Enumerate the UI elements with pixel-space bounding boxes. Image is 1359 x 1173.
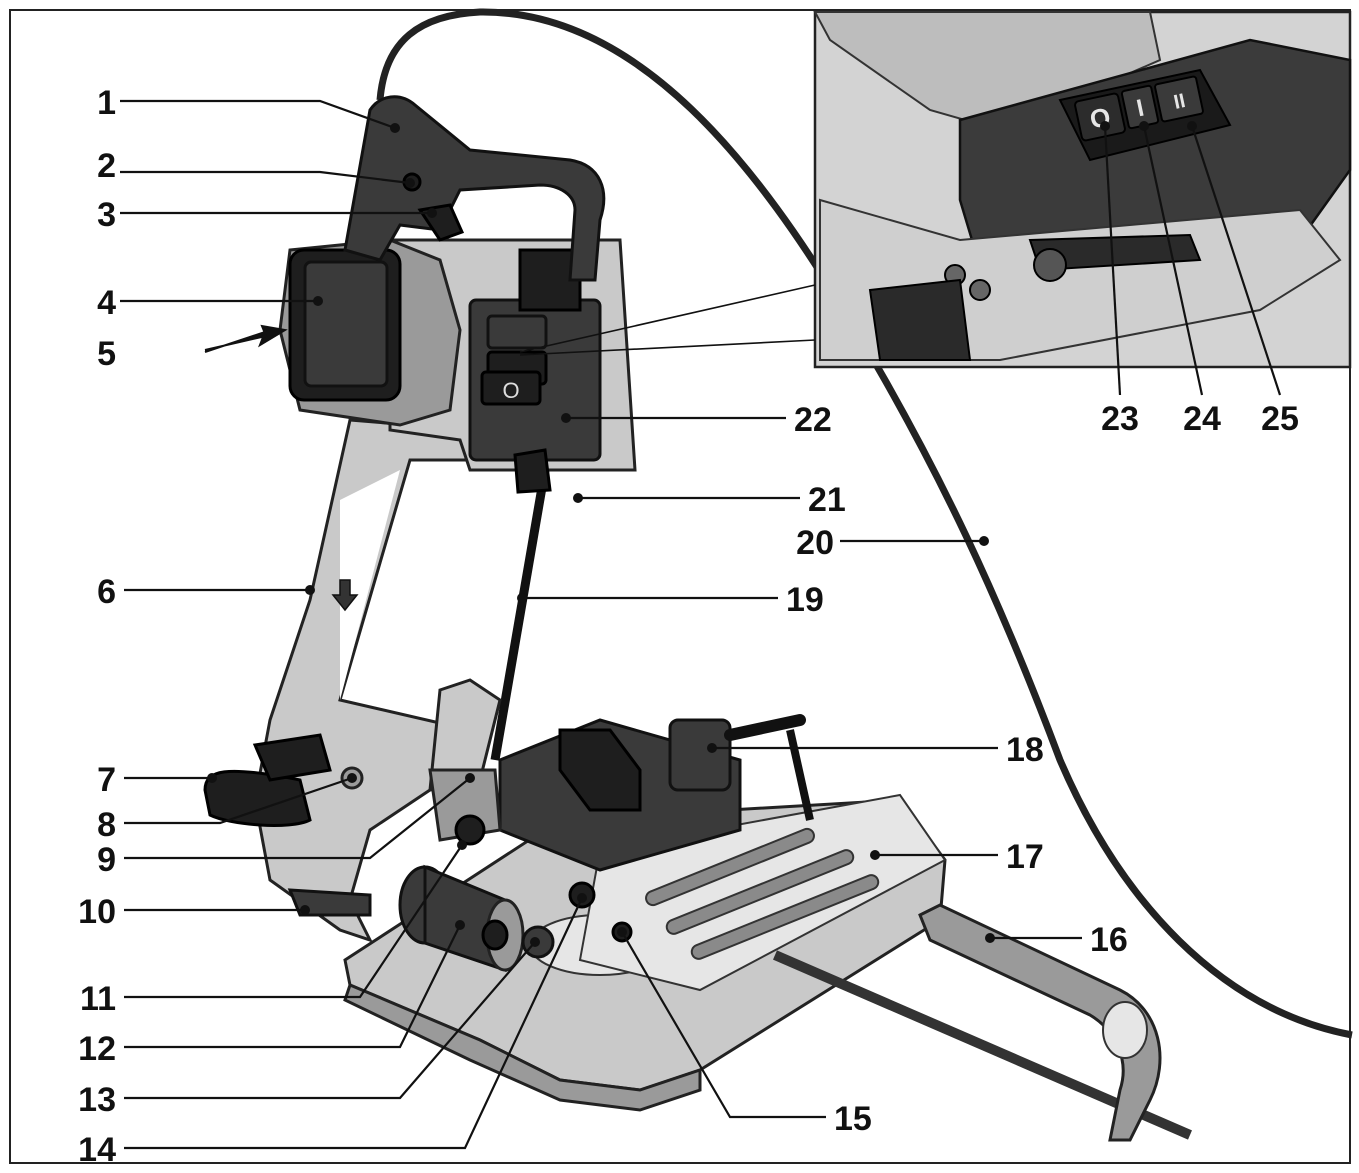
leader-9	[124, 777, 471, 860]
support-arm	[773, 903, 1192, 1142]
callout-16: 16	[1090, 921, 1128, 959]
leader-dot-1	[390, 123, 400, 133]
leader-dot-11	[457, 840, 467, 850]
callout-23: 23	[1101, 400, 1139, 438]
callout-24: 24	[1183, 400, 1221, 438]
callout-4: 4	[97, 284, 116, 322]
inset-connector-top	[519, 284, 816, 353]
callout-18: 18	[1006, 731, 1044, 769]
callout-13: 13	[78, 1081, 116, 1119]
leader-dot-15	[617, 927, 627, 937]
inset-switch-speed2-symbol: II	[1172, 90, 1187, 114]
callout-9: 9	[97, 841, 116, 879]
callout-5: 5	[97, 335, 116, 373]
saw-blade	[490, 469, 550, 761]
leader-11	[124, 844, 463, 999]
leader-13	[124, 941, 536, 1100]
leader-8	[124, 776, 353, 825]
leader-25	[1190, 125, 1282, 396]
callout-25: 25	[1261, 400, 1299, 438]
callout-14: 14	[78, 1131, 116, 1169]
callout-12: 12	[78, 1030, 116, 1068]
vice	[498, 714, 814, 872]
leader-23	[1103, 125, 1122, 396]
leader-1	[120, 99, 396, 130]
blade-guide	[428, 448, 552, 846]
leader-dot-3	[427, 208, 437, 218]
blade-direction-arrow-icon	[331, 579, 359, 612]
callout-20: 20	[796, 524, 834, 562]
leader-dot-20	[979, 536, 989, 546]
leader-dot-18	[707, 743, 717, 753]
leader-dot-21	[573, 493, 583, 503]
callout-6: 6	[97, 573, 116, 611]
callout-19: 19	[786, 581, 824, 619]
leader-14	[124, 897, 583, 1150]
leader-dot-23	[1100, 121, 1110, 131]
callout-11: 11	[80, 980, 116, 1018]
pivot-cylinder	[398, 864, 633, 973]
leader-dot-2	[405, 178, 415, 188]
callout-10: 10	[78, 893, 116, 931]
leader-dot-12	[455, 920, 465, 930]
callout-1: 1	[97, 84, 116, 122]
leader-24	[1142, 125, 1204, 396]
frame-border	[9, 9, 1351, 1164]
leader-dot-10	[300, 905, 310, 915]
callout-22: 22	[794, 401, 832, 439]
switch-detail-inset: O I II	[813, 10, 1352, 369]
leader-dot-9	[465, 773, 475, 783]
leader-dot-24	[1139, 121, 1149, 131]
callout-3: 3	[97, 196, 116, 234]
leader-dot-25	[1187, 121, 1197, 131]
callout-15: 15	[834, 1100, 872, 1138]
leader-dot-16	[985, 933, 995, 943]
leader-dot-13	[530, 937, 540, 947]
callout-8: 8	[97, 806, 116, 844]
leader-dot-22	[561, 413, 571, 423]
callout-21: 21	[808, 481, 846, 519]
callout-2: 2	[97, 147, 116, 185]
leader-dot-4	[313, 296, 323, 306]
leader-dot-8	[347, 773, 357, 783]
callout-group: 1 2 3 4 5 6 7 8 9 10 11 12 13	[78, 84, 1299, 1169]
saw-frame	[253, 418, 482, 943]
leader-12	[124, 924, 461, 1049]
inset-connector-bottom	[519, 339, 816, 356]
leader-dot-7	[207, 773, 217, 783]
direction-arrow-icon	[204, 324, 288, 353]
callout-17: 17	[1006, 838, 1044, 876]
leader-2	[120, 170, 411, 185]
leader-dot-6	[305, 585, 315, 595]
switch-off-symbol: O	[502, 378, 519, 403]
leader-15	[621, 931, 826, 1119]
callout-7: 7	[97, 761, 116, 799]
leader-dot-19	[517, 593, 527, 603]
switch-panel: O	[480, 314, 548, 406]
leader-dot-17	[870, 850, 880, 860]
leader-dot-14	[577, 893, 587, 903]
